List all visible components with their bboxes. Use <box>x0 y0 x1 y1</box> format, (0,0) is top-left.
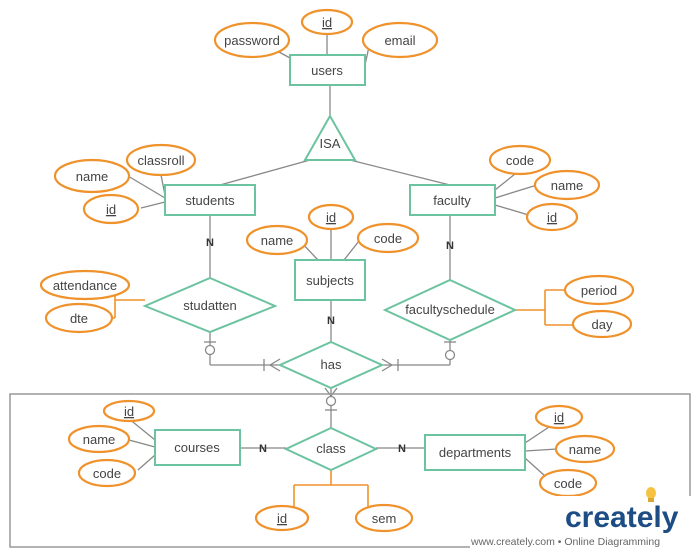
attribute-class-id-label: id <box>277 511 287 526</box>
cardinality-faculty-facultyschedule: N <box>446 240 454 252</box>
attribute-faculty-id-label: id <box>547 210 557 225</box>
attribute-students-classroll[interactable]: classroll <box>125 143 197 177</box>
attribute-departments-id-label: id <box>554 410 564 425</box>
attribute-users-email-label: email <box>384 33 415 48</box>
attribute-facultyschedule-day[interactable]: day <box>571 309 633 339</box>
attribute-class-id[interactable]: id <box>254 504 310 532</box>
relationship-facultyschedule[interactable]: facultyschedule <box>382 278 518 342</box>
cardinality-subjects-has: N <box>327 315 335 327</box>
entity-users-label: users <box>311 63 343 78</box>
attribute-courses-code[interactable]: code <box>77 458 137 488</box>
entity-subjects[interactable]: subjects <box>294 259 366 301</box>
attribute-studatten-attendance-label: attendance <box>53 278 117 293</box>
creately-logo: creately www.creately.com • Online Diagr… <box>470 487 692 550</box>
relationship-has[interactable]: has <box>277 340 385 390</box>
attribute-departments-name[interactable]: name <box>554 434 616 464</box>
attribute-studatten-dte-label: dte <box>70 311 88 326</box>
entity-users[interactable]: users <box>289 54 366 86</box>
entity-subjects-label: subjects <box>306 273 354 288</box>
group-frame <box>9 393 691 548</box>
attribute-studatten-dte[interactable]: dte <box>44 302 114 334</box>
attribute-users-id-label: id <box>322 15 332 30</box>
relationship-isa-label: ISA <box>320 136 341 151</box>
attribute-courses-id-label: id <box>124 404 134 419</box>
attribute-facultyschedule-period[interactable]: period <box>563 274 635 306</box>
relationship-studatten-label: studatten <box>183 298 237 313</box>
attribute-courses-code-label: code <box>93 466 121 481</box>
attribute-courses-name[interactable]: name <box>67 424 131 454</box>
attribute-users-email[interactable]: email <box>361 21 439 59</box>
attribute-facultyschedule-day-label: day <box>592 317 613 332</box>
attribute-departments-name-label: name <box>569 442 602 457</box>
entity-students-label: students <box>185 193 235 208</box>
attribute-courses-id[interactable]: id <box>102 399 156 423</box>
attribute-departments-code-label: code <box>554 476 582 491</box>
relationship-isa[interactable]: ISA <box>303 113 357 161</box>
relationship-facultyschedule-label: facultyschedule <box>405 302 495 317</box>
attribute-brackets <box>100 284 573 508</box>
cardinality-courses-class: N <box>259 443 267 455</box>
relationship-class[interactable]: class <box>283 426 379 472</box>
attribute-users-password[interactable]: password <box>213 21 291 59</box>
attribute-subjects-id[interactable]: id <box>307 203 355 231</box>
entity-courses[interactable]: courses <box>154 429 241 466</box>
attribute-faculty-id[interactable]: id <box>525 202 579 232</box>
logo-text: creately <box>565 501 679 534</box>
attribute-subjects-name[interactable]: name <box>245 224 309 256</box>
attribute-courses-name-label: name <box>83 432 116 447</box>
attribute-subjects-name-label: name <box>261 233 294 248</box>
relationship-studatten[interactable]: studatten <box>142 276 278 334</box>
attribute-faculty-code[interactable]: code <box>488 144 552 176</box>
entity-faculty[interactable]: faculty <box>409 184 496 216</box>
attribute-students-name[interactable]: name <box>53 158 131 194</box>
relationship-has-label: has <box>321 357 342 372</box>
cardinality-students-studatten: N <box>206 237 214 249</box>
attribute-departments-id[interactable]: id <box>534 404 584 430</box>
cardinality-departments-class: N <box>398 443 406 455</box>
attribute-students-id[interactable]: id <box>82 193 140 225</box>
attribute-students-name-label: name <box>76 169 109 184</box>
attribute-class-sem-label: sem <box>372 511 397 526</box>
attribute-faculty-name[interactable]: name <box>533 169 601 201</box>
attribute-subjects-code[interactable]: code <box>356 222 420 254</box>
attribute-users-password-label: password <box>224 33 280 48</box>
entity-courses-label: courses <box>174 440 220 455</box>
lightbulb-icon <box>646 487 656 502</box>
attribute-subjects-id-label: id <box>326 210 336 225</box>
entity-departments-label: departments <box>439 445 512 460</box>
footer-text: www.creately.com • Online Diagramming <box>470 536 660 548</box>
connector-lines <box>127 32 558 477</box>
optional-markers <box>204 344 456 407</box>
attribute-class-sem[interactable]: sem <box>354 503 414 533</box>
attribute-students-id-label: id <box>106 202 116 217</box>
attribute-studatten-attendance[interactable]: attendance <box>39 269 131 301</box>
entity-faculty-label: faculty <box>433 193 471 208</box>
entity-students[interactable]: students <box>164 184 256 216</box>
attribute-facultyschedule-period-label: period <box>581 283 617 298</box>
attribute-faculty-code-label: code <box>506 153 534 168</box>
entity-departments[interactable]: departments <box>424 434 526 471</box>
attribute-departments-code[interactable]: code <box>538 468 598 498</box>
relationship-class-label: class <box>316 441 346 456</box>
attribute-faculty-name-label: name <box>551 178 584 193</box>
attribute-subjects-code-label: code <box>374 231 402 246</box>
attribute-students-classroll-label: classroll <box>138 153 185 168</box>
attribute-users-id[interactable]: id <box>300 8 354 36</box>
